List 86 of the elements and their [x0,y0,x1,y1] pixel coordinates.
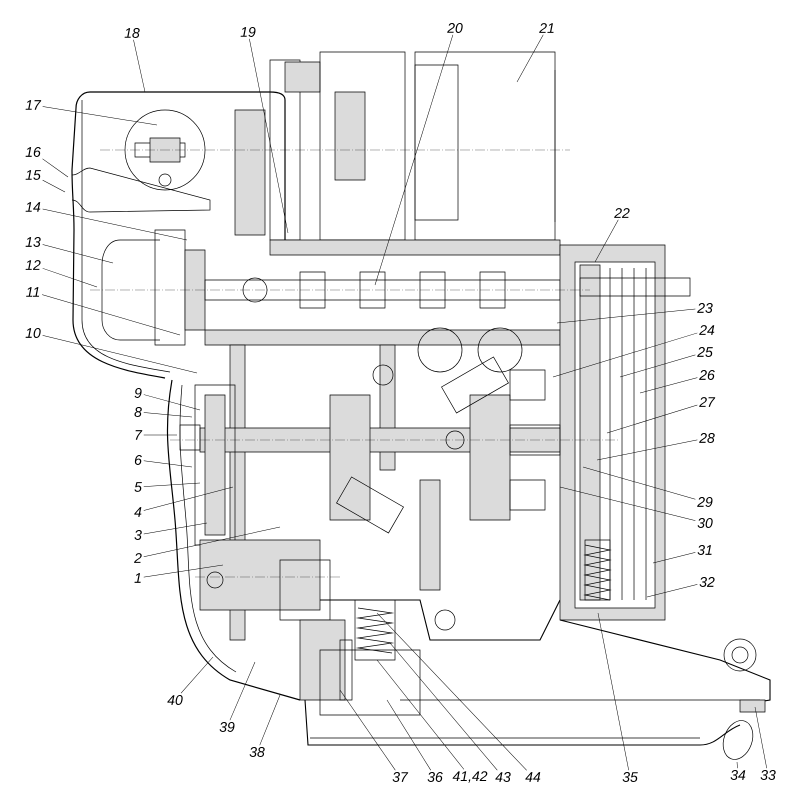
callout-number: 27 [699,397,716,407]
callout-number: 21 [539,23,554,33]
callout-number: 10 [26,328,41,338]
leader-line [516,34,544,82]
leader-line [144,460,192,468]
leader-line [646,584,698,598]
leader-line [230,662,256,720]
leader-line [376,612,527,771]
callout-number: 19 [240,27,256,37]
leader-line [42,106,158,126]
leader-line [42,180,66,192]
leader-line [556,308,696,324]
leader-line [594,219,619,262]
callout-number: 22 [614,208,630,218]
callout-number: 16 [26,147,41,157]
callout-number: 35 [622,772,638,782]
leader-line [144,412,192,418]
callout-number: 1 [134,573,141,583]
leader-line [42,244,114,264]
leader-line [386,700,431,770]
leader-line [42,208,188,240]
callout-number: 24 [699,325,714,335]
callout-number: 13 [26,237,41,247]
callout-number: 44 [525,772,540,782]
callout-number: 20 [447,23,463,33]
callout-number: 39 [220,722,234,732]
leader-line [180,656,214,694]
callout-number: 37 [392,772,408,782]
callout-number: 3 [134,530,142,540]
callout-number: 33 [760,770,776,780]
callout-number: 26 [699,370,715,380]
callout-number: 30 [698,518,713,528]
leader-line [144,486,234,511]
leader-line [42,158,68,178]
leader-line [42,294,180,336]
leader-line [598,612,629,770]
callout-number: 40 [167,695,183,705]
leader-line [552,332,698,378]
leader-line [133,40,146,92]
leader-line [144,522,208,534]
leader-line [144,564,224,578]
callout-number: 12 [26,260,41,270]
callout-number: 18 [124,28,140,38]
callout-number: 9 [134,388,142,398]
callout-number: 41,42 [452,771,488,783]
callout-number: 4 [134,507,142,517]
callout-number: 15 [26,170,41,180]
leader-line [144,526,280,557]
callout-number: 29 [697,497,712,507]
leader-line [260,694,280,746]
callout-number: 7 [136,430,142,440]
callout-number: 31 [698,545,712,555]
callout-number: 38 [250,747,265,757]
callout-number: 2 [134,553,142,563]
callout-number: 17 [26,100,42,110]
callout-number: 14 [26,202,40,212]
callout-number: 8 [134,407,142,417]
leader-line [620,354,696,378]
leader-line [340,690,396,770]
leader-line [390,642,498,770]
leader-line [144,394,200,410]
leader-line [249,38,288,234]
leader-line [144,434,178,436]
callout-number: 25 [697,347,713,357]
leader-line [376,660,464,770]
callout-number: 32 [700,577,715,587]
callout-number: 11 [26,287,40,297]
callout-number: 36 [428,772,443,782]
callout-number: 43 [495,772,511,782]
callout-number: 28 [699,433,715,443]
callout-number: 23 [697,303,713,313]
leader-line [596,440,698,460]
leader-line [736,762,738,768]
leader-line [754,706,767,768]
leader-line [560,486,696,521]
leader-line [606,404,698,434]
leader-line [374,34,454,286]
leader-line [640,377,698,394]
leader-line [652,552,696,564]
leader-line [42,268,98,288]
callout-number: 34 [730,770,746,780]
leader-line [582,466,696,500]
callout-number: 6 [134,455,142,465]
leader-line [42,335,198,374]
leader-line [144,482,200,487]
callout-number: 5 [134,482,142,492]
